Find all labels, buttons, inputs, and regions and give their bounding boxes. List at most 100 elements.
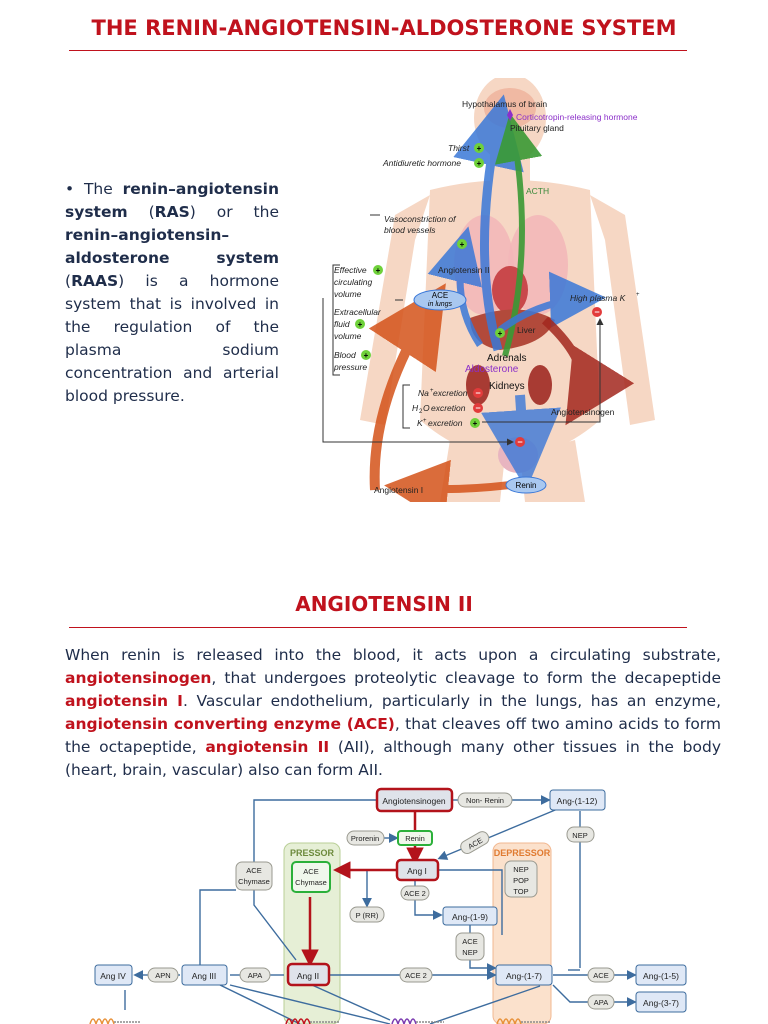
svg-text:+: +	[358, 320, 363, 329]
label-aldosterone: Aldosterone	[465, 364, 519, 375]
node-label: Ang-(1-7)	[506, 971, 542, 981]
ras-pathway-diagram: PRESSOR DEPRESSOR	[89, 787, 687, 1024]
label-adh: Antidiuretic hormone	[382, 158, 461, 168]
svg-text:+: +	[364, 351, 369, 360]
bullet: •	[65, 180, 75, 198]
pathway-node-ang-3-7: Ang-(3-7)	[635, 991, 687, 1013]
label-vaso-line1: Vasoconstriction of	[384, 214, 457, 224]
angiotensinogen-arrow	[541, 316, 635, 426]
svg-text:+: +	[636, 292, 640, 298]
node-label: ACE	[303, 867, 318, 876]
svg-text:−: −	[594, 307, 599, 317]
node-label: Ang IV	[100, 971, 126, 981]
text-run: (	[65, 272, 72, 290]
pathway-node-apa-right: APA	[587, 994, 615, 1010]
label-bp-2: pressure	[333, 362, 367, 372]
pathway-node-ace2-lower: ACE 2	[399, 967, 433, 983]
term-angiotensinogen: angiotensinogen	[65, 669, 212, 687]
pathway-node-ace-right: ACE	[587, 967, 615, 983]
feedback-brackets	[322, 214, 604, 446]
node-label: Ang-(1-5)	[643, 971, 679, 981]
label-h2o-excretion: excretion	[431, 403, 466, 413]
pathway-node-angiotensinogen: Angiotensinogen	[375, 787, 454, 813]
svg-text:+: +	[477, 159, 482, 168]
title-divider	[69, 50, 687, 51]
pathway-node-apn: APN	[147, 967, 179, 983]
term-ras: renin–angiotensin system	[65, 180, 279, 221]
plus-markers: + + + + + + + +	[355, 143, 505, 428]
node-label: Non- Renin	[466, 796, 504, 805]
pathway-node-ang-1-7: Ang-(1-7)	[495, 964, 553, 986]
node-label: Renin	[405, 834, 425, 843]
raas-intro-paragraph: • The renin–angiotensin system (RAS) or …	[65, 178, 279, 408]
term-ras-abbr: RAS	[154, 203, 190, 221]
svg-text:+: +	[376, 266, 381, 275]
svg-text:+: +	[430, 388, 434, 394]
pressor-label: PRESSOR	[290, 848, 335, 858]
label-effective-2: circulating	[334, 277, 373, 287]
term-angiotensin-ii: angiotensin II	[205, 738, 330, 756]
label-in-lungs: in lungs	[428, 301, 453, 308]
label-vaso-line2: blood vessels	[384, 225, 436, 235]
label-ecf-1: Extracellular	[334, 307, 382, 317]
node-label: NEP	[513, 865, 528, 874]
text-run: ) or the	[189, 203, 279, 221]
pathway-node-ang-iii: Ang III	[181, 964, 228, 986]
angiotensin1-arrow	[368, 283, 446, 491]
text-run: When renin is released into the blood, i…	[65, 646, 721, 664]
label-ace: ACE	[432, 291, 448, 300]
title-divider	[69, 627, 687, 628]
pathway-node-ang-1-9: Ang-(1-9)	[442, 906, 498, 926]
label-h2o-o: O	[423, 403, 430, 413]
svg-text:−: −	[517, 437, 522, 447]
text-run: . Vascular endothelium, particularly in …	[182, 692, 721, 710]
depressor-label: DEPRESSOR	[494, 848, 551, 858]
pathway-node-apa: APA	[239, 967, 271, 983]
node-label: APN	[155, 971, 170, 980]
pathway-node-ang-i: Ang I	[395, 858, 440, 882]
crh-star-icon	[507, 109, 513, 121]
node-label: Ang I	[407, 866, 427, 876]
node-label: ACE 2	[405, 971, 427, 980]
highk-arrow	[497, 271, 606, 333]
node-label: Ang-(3-7)	[643, 998, 679, 1008]
pathway-node-ace-chymase-pressor: ACE Chymase	[291, 861, 331, 893]
section-title-raas: THE RENIN-ANGIOTENSIN-ALDOSTERONE SYSTEM	[91, 16, 677, 40]
pathway-connectors	[124, 795, 637, 1024]
node-label: Chymase	[238, 877, 270, 886]
node-label: TOP	[513, 887, 528, 896]
raas-body-diagram: Hypothalamus of brain Corticotropin-rele…	[322, 78, 655, 502]
label-h2o: H	[412, 403, 419, 413]
node-label: P (RR)	[356, 911, 379, 920]
pathway-node-prr: P (RR)	[349, 906, 385, 923]
node-label: Ang II	[297, 971, 319, 981]
text-run: , that cleaves off two amino acids to fo…	[65, 715, 721, 756]
svg-text:+: +	[460, 240, 465, 249]
label-effective-1: Effective	[334, 265, 367, 275]
label-ecf-3: volume	[334, 331, 362, 341]
svg-text:+: +	[477, 144, 482, 153]
label-angiotensin-i: Angiotensin I	[374, 485, 423, 495]
ang2-brain-arrow	[453, 94, 524, 352]
section-title-angiotensin-ii: ANGIOTENSIN II	[295, 592, 473, 616]
text-run: (	[127, 203, 155, 221]
pathway-node-prorenin: Prorenin	[346, 830, 385, 846]
node-label: APA	[248, 971, 262, 980]
renin-arrow	[481, 394, 561, 490]
node-label: NEP	[572, 831, 587, 840]
text-run: , that undergoes proteolytic cleavage to…	[211, 669, 721, 687]
svg-text:+: +	[423, 418, 427, 424]
svg-text:+: +	[473, 419, 478, 428]
node-label: Angiotensinogen	[382, 796, 446, 806]
pathway-node-ang-1-12: Ang-(1-12)	[549, 789, 606, 811]
pathway-node-ace-chymase-left: ACE Chymase	[235, 861, 273, 891]
label-effective-3: volume	[334, 289, 362, 299]
label-pituitary: Pituitary gland	[510, 123, 564, 133]
svg-text:+: +	[498, 329, 503, 338]
label-high-k: High plasma K	[570, 293, 626, 303]
label-liver: Liver	[517, 325, 536, 335]
angiotensin-ii-paragraph: When renin is released into the blood, i…	[65, 644, 721, 782]
label-adrenals: Adrenals	[487, 353, 526, 364]
pathway-node-renin: Renin	[397, 830, 433, 846]
term-raas-abbr: RAAS	[71, 272, 119, 290]
